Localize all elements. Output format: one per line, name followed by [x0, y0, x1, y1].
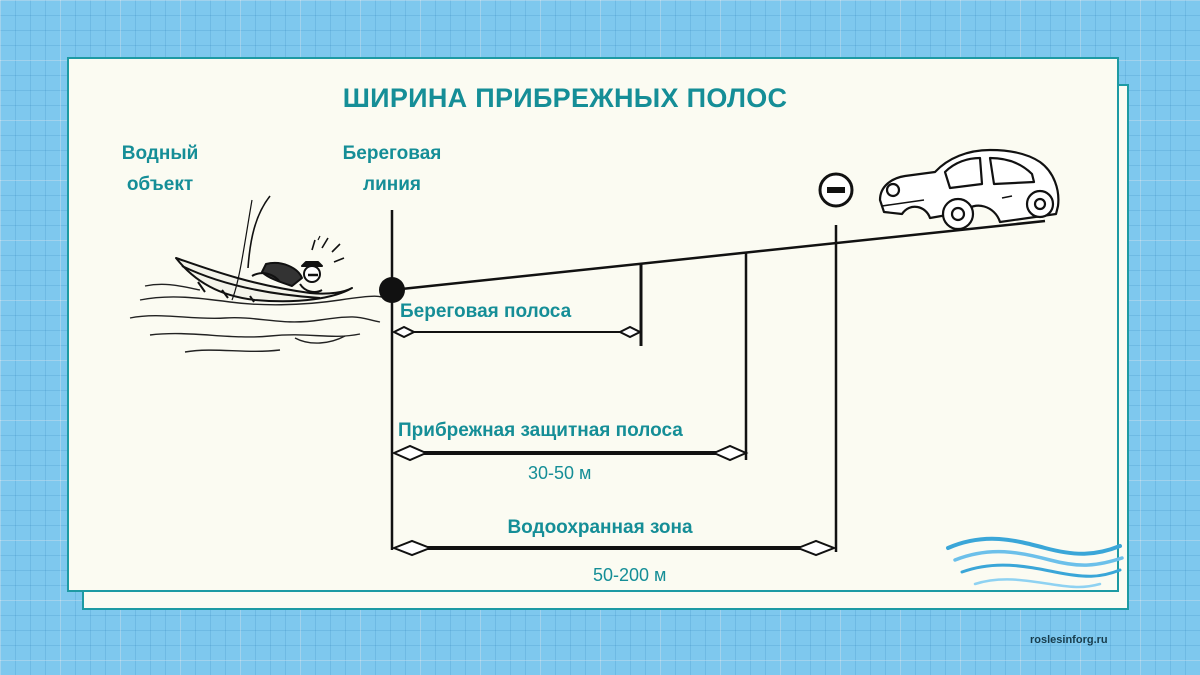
- waves-decoration: [946, 536, 1124, 589]
- water-object-label: Водный объект: [121, 143, 199, 195]
- car-icon: [878, 148, 1060, 231]
- shoreline-point: [379, 277, 405, 303]
- boat-fisherman-illustration: [175, 195, 353, 303]
- diagram-card: [67, 57, 1119, 592]
- protection-zone-arrow: [391, 539, 837, 557]
- shore-strip-arrow: [391, 325, 643, 339]
- protective-strip-label: Прибрежная защитная полоса: [398, 420, 683, 441]
- site-watermark: roslesinforg.ru: [1030, 634, 1108, 646]
- protection-zone-label: Водоохранная зона: [507, 517, 693, 538]
- shoreline-label: Береговая линия: [342, 143, 442, 195]
- ground-slope-line: [391, 219, 1046, 292]
- shore-strip-label: Береговая полоса: [400, 301, 572, 322]
- no-entry-sign-icon: [818, 172, 854, 208]
- diagram-title: ШИРИНА ПРИБРЕЖНЫХ ПОЛОС: [342, 83, 788, 113]
- water-ripples: [129, 283, 391, 353]
- protective-strip-width: 30-50 м: [528, 463, 592, 483]
- protective-strip-arrow: [391, 444, 749, 462]
- protection-zone-width: 50-200 м: [593, 565, 667, 585]
